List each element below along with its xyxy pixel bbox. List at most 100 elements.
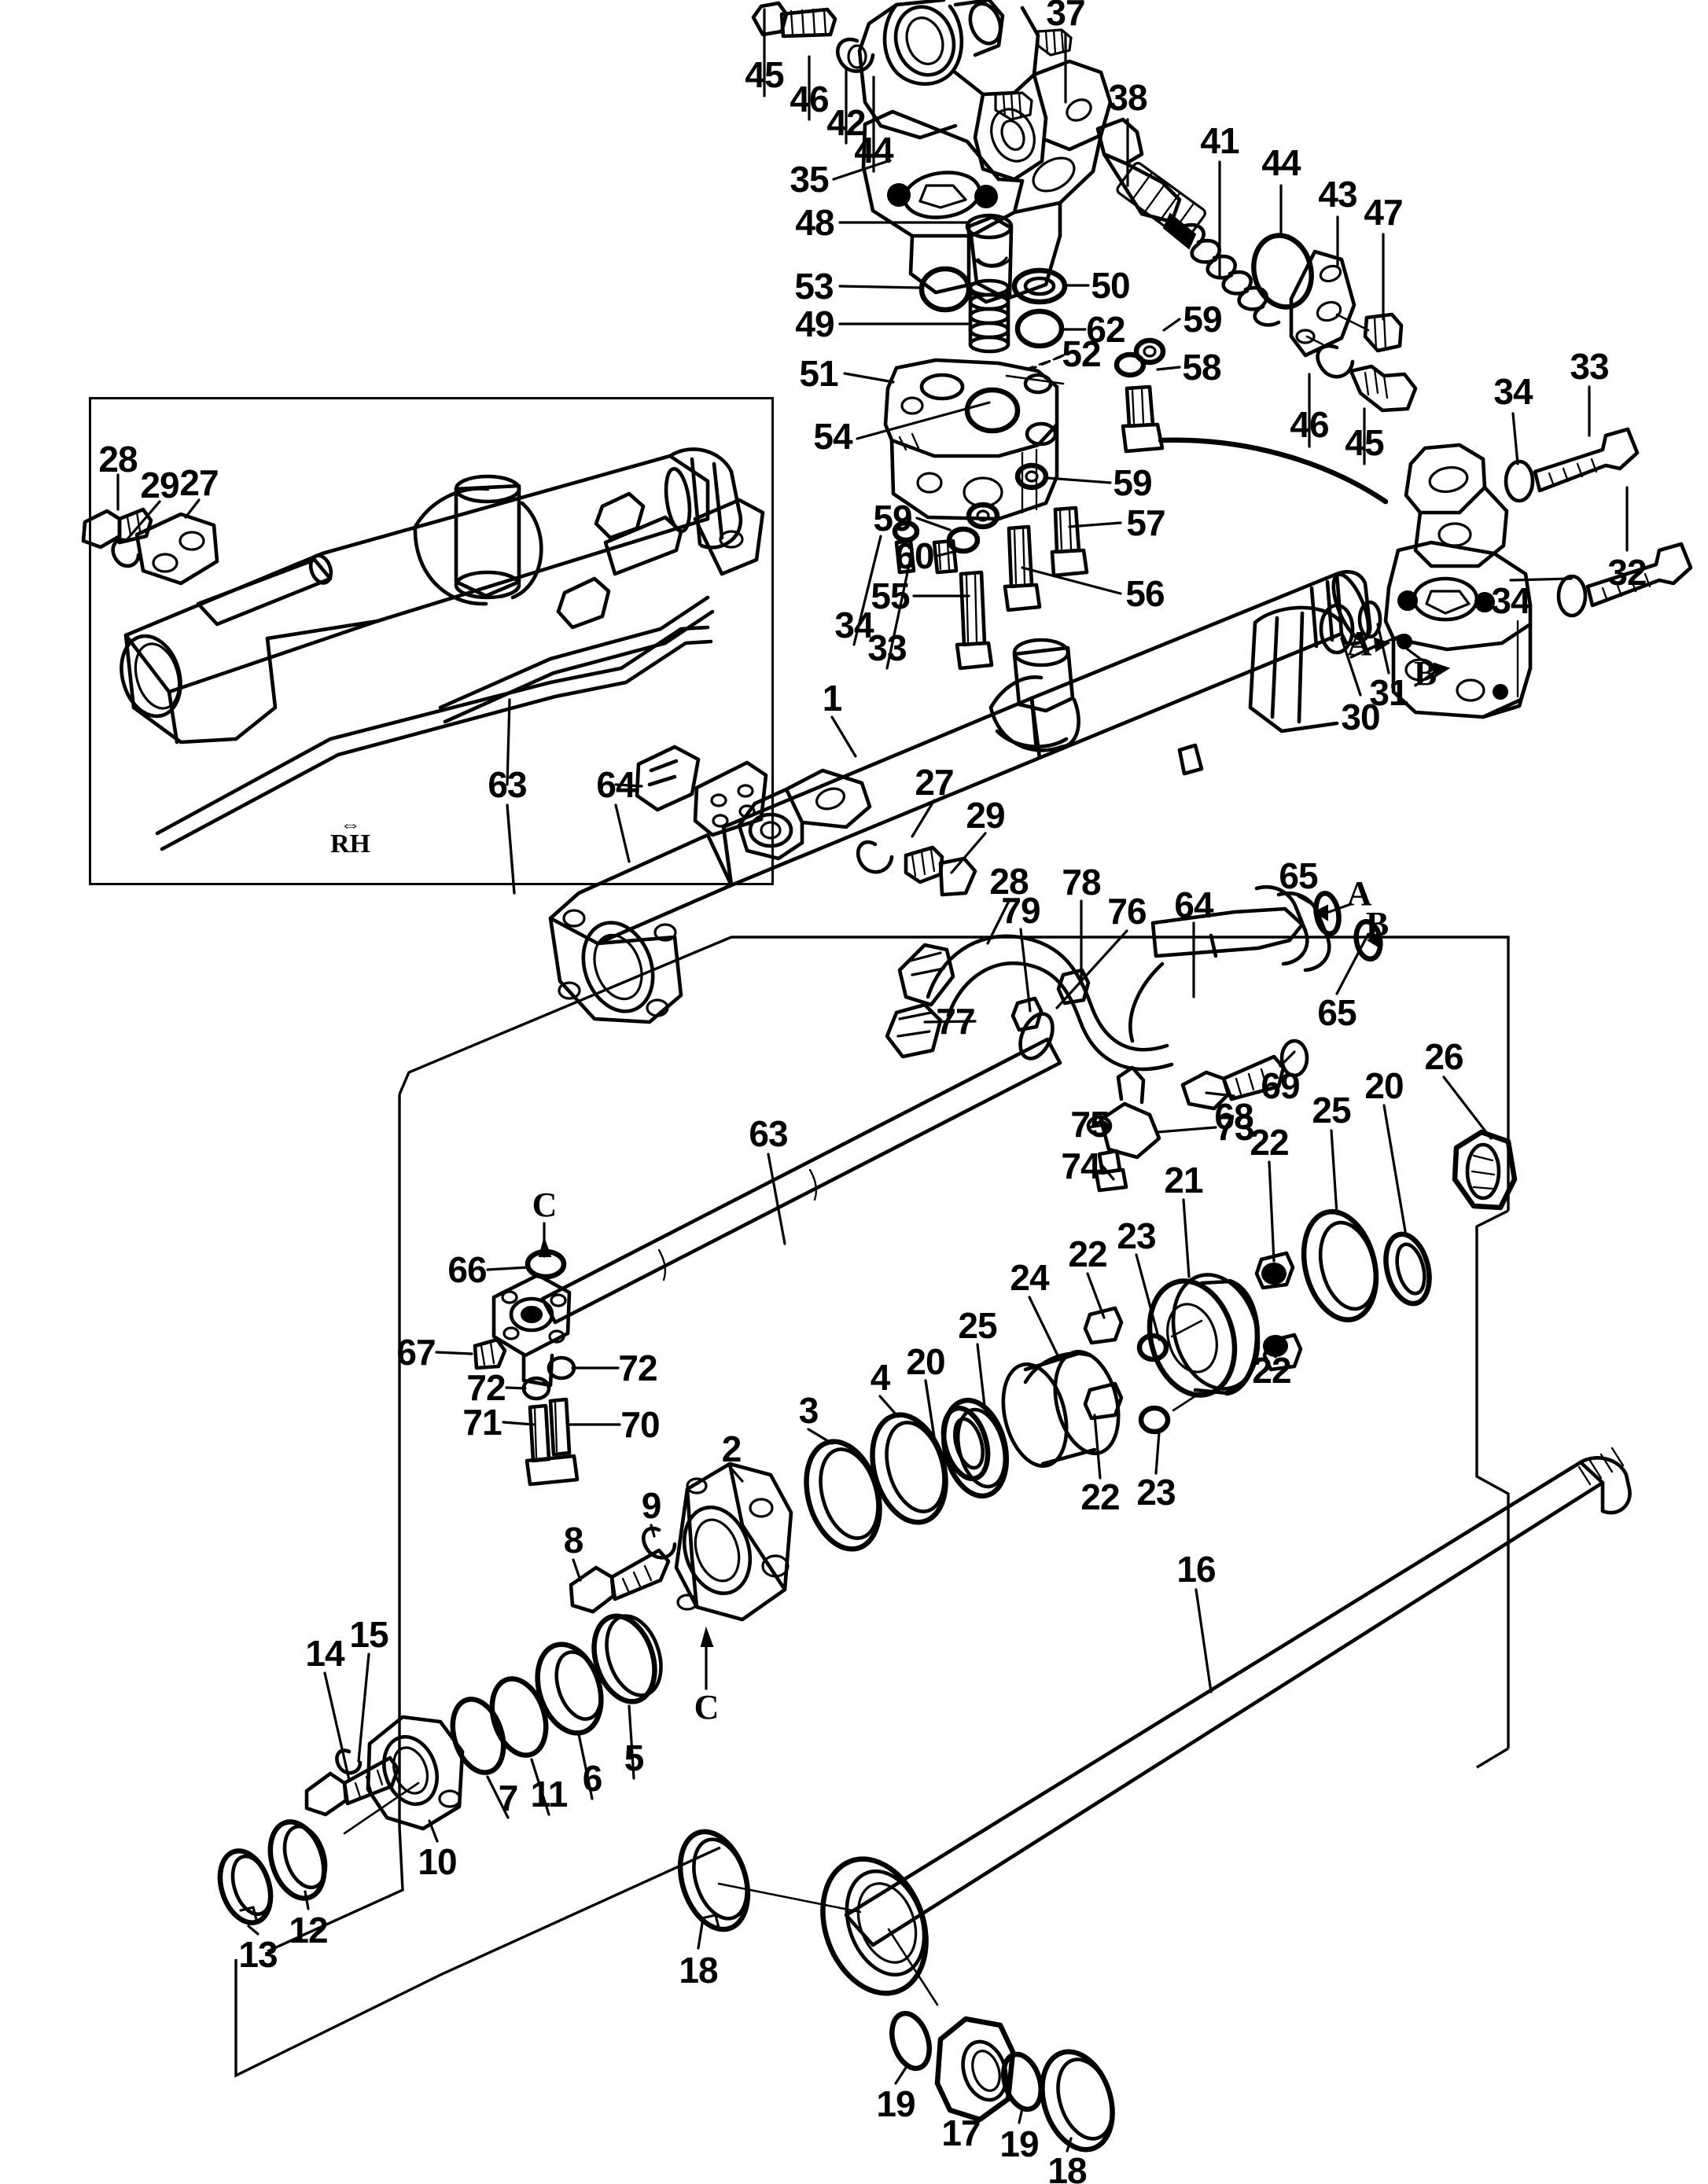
callout-57: 57 xyxy=(1126,502,1165,543)
callout-25: 25 xyxy=(958,1305,997,1346)
callout-4: 4 xyxy=(870,1357,891,1398)
callout-22: 22 xyxy=(1250,1122,1289,1163)
callout-9: 9 xyxy=(641,1485,662,1526)
callout-28: 28 xyxy=(98,439,138,480)
callout-44: 44 xyxy=(1261,142,1301,183)
callout-65: 65 xyxy=(1317,992,1356,1033)
callout-43: 43 xyxy=(1318,174,1357,215)
callout-45: 45 xyxy=(1345,422,1384,463)
callout-15: 15 xyxy=(349,1614,388,1655)
callout-74: 74 xyxy=(1061,1145,1100,1186)
bracket-plate-43-assembly xyxy=(1251,233,1418,413)
callout-55: 55 xyxy=(871,575,910,616)
leader-lines xyxy=(247,8,1629,2153)
rh-label: RH xyxy=(330,829,370,859)
callout-22: 22 xyxy=(1068,1234,1107,1274)
callout-19: 19 xyxy=(876,2083,915,2124)
control-valve-upper-body xyxy=(857,0,1113,301)
cylinder-head-gland-assembly xyxy=(217,1405,991,1925)
orientation-marker-rh: ⇔ RH xyxy=(330,813,370,859)
callout-41: 41 xyxy=(1200,120,1239,161)
callout-2: 2 xyxy=(721,1428,742,1469)
callout-34: 34 xyxy=(1491,580,1530,621)
callout-79: 79 xyxy=(1001,890,1040,931)
callout-3: 3 xyxy=(798,1390,819,1431)
callout-66: 66 xyxy=(447,1249,487,1290)
callout-47: 47 xyxy=(1364,192,1403,233)
callout-29: 29 xyxy=(140,465,179,506)
section-marker-A: A xyxy=(1346,874,1372,913)
callout-76: 76 xyxy=(1107,891,1147,932)
callout-26: 26 xyxy=(1424,1036,1463,1077)
rod-end-bearing-assembly xyxy=(677,1829,1115,2153)
section-marker-C: C xyxy=(694,1688,720,1726)
callout-59: 59 xyxy=(1183,299,1222,340)
callout-58: 58 xyxy=(1182,347,1221,388)
callout-23: 23 xyxy=(1117,1215,1156,1256)
callout-25: 25 xyxy=(1312,1090,1351,1131)
callout-5: 5 xyxy=(624,1737,645,1778)
callout-28: 28 xyxy=(989,861,1029,902)
callout-13: 13 xyxy=(238,1934,278,1975)
callout-22: 22 xyxy=(1252,1350,1291,1391)
callout-73: 73 xyxy=(1215,1107,1254,1148)
callout-17: 17 xyxy=(941,2112,981,2153)
callout-23: 23 xyxy=(1136,1472,1176,1513)
callout-64: 64 xyxy=(596,764,635,805)
callout-8: 8 xyxy=(563,1520,584,1561)
callout-22: 22 xyxy=(1080,1476,1120,1517)
callout-77: 77 xyxy=(936,1001,975,1042)
callout-62: 62 xyxy=(1086,309,1125,350)
callout-60: 60 xyxy=(895,535,934,576)
callout-38: 38 xyxy=(1108,77,1147,118)
callout-63: 63 xyxy=(749,1113,788,1154)
callout-46: 46 xyxy=(790,79,829,119)
callout-72: 72 xyxy=(466,1367,506,1408)
callout-34: 34 xyxy=(834,605,874,645)
callout-48: 48 xyxy=(795,202,834,243)
callout-20: 20 xyxy=(1364,1065,1404,1106)
callout-69: 69 xyxy=(1261,1065,1300,1106)
callout-37: 37 xyxy=(1046,0,1085,33)
callout-45: 45 xyxy=(745,54,784,95)
spring-49 xyxy=(968,278,1010,354)
bolt-45-and-washer-46-top xyxy=(751,1,875,73)
callout-42: 42 xyxy=(826,102,866,143)
section-marker-A: A xyxy=(1346,624,1372,663)
callout-20: 20 xyxy=(906,1341,945,1382)
callout-11: 11 xyxy=(530,1774,569,1814)
callout-50: 50 xyxy=(1091,265,1130,306)
callout-1: 1 xyxy=(822,678,843,719)
callout-7: 7 xyxy=(498,1778,519,1818)
callout-14: 14 xyxy=(305,1633,344,1674)
callout-65: 65 xyxy=(1279,855,1318,896)
callout-30: 30 xyxy=(1341,697,1380,737)
callout-53: 53 xyxy=(794,266,834,307)
callout-12: 12 xyxy=(289,1910,328,1951)
callout-68: 68 xyxy=(1214,1096,1253,1137)
callout-70: 70 xyxy=(620,1404,660,1445)
inset-leader-lines xyxy=(116,473,643,895)
callout-18: 18 xyxy=(1047,2150,1087,2184)
callout-75: 75 xyxy=(1070,1104,1110,1145)
callout-24: 24 xyxy=(1010,1257,1049,1298)
callout-52: 52 xyxy=(1062,333,1101,374)
fastener-group-lower-valve xyxy=(892,351,1165,671)
callout-63: 63 xyxy=(488,764,527,805)
tie-rod-end-27-29-28 xyxy=(737,768,977,897)
callout-33: 33 xyxy=(867,627,907,668)
callout-72: 72 xyxy=(618,1348,657,1388)
callout-46: 46 xyxy=(1290,404,1329,445)
callout-18: 18 xyxy=(679,1950,718,1991)
callout-59: 59 xyxy=(1113,462,1152,503)
valve-internal-stack xyxy=(883,213,1166,521)
breakout-boundary-lines xyxy=(234,936,1510,2078)
rh-bar-glyph: ⇔ xyxy=(340,813,361,836)
callout-44: 44 xyxy=(854,130,893,171)
callout-33: 33 xyxy=(1570,346,1609,387)
callout-6: 6 xyxy=(582,1758,603,1799)
callout-16: 16 xyxy=(1176,1549,1216,1590)
callout-19: 19 xyxy=(999,2123,1039,2164)
